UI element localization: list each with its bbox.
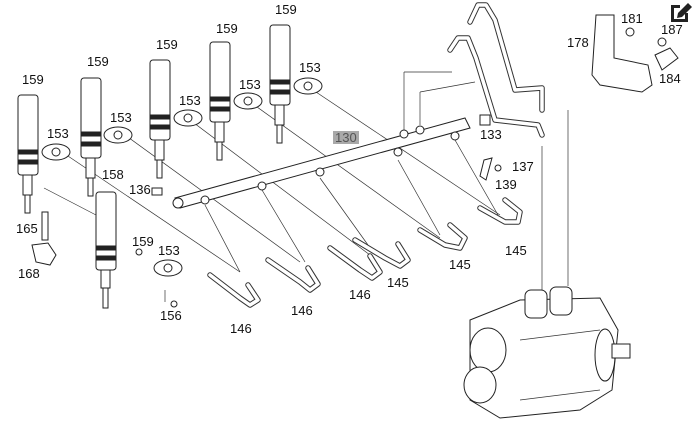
callout-label[interactable]: 153 [158,243,180,258]
callout-label[interactable]: 146 [291,303,313,318]
small-parts [31,27,679,266]
callout-label[interactable]: 178 [567,35,589,50]
injector-pipes [207,197,523,308]
injector-4 [209,41,231,161]
bracket [591,14,653,93]
callout-label[interactable]: 153 [47,126,69,141]
callout-label[interactable]: 181 [621,11,643,26]
callout-label[interactable]: 145 [387,275,409,290]
callout-label-highlighted[interactable]: 130 [333,130,359,145]
edit-button[interactable] [668,0,696,26]
high-pressure-pump [463,286,631,419]
callout-label[interactable]: 165 [16,221,38,236]
callout-label[interactable]: 153 [239,77,261,92]
callout-label[interactable]: 146 [230,321,252,336]
edit-icon [671,3,692,22]
injector-5 [269,24,291,144]
fuel-rail [172,117,471,209]
callout-label[interactable]: 156 [160,308,182,323]
callout-label[interactable]: 159 [87,54,109,69]
injector-6 [95,191,117,309]
callout-label[interactable]: 146 [349,287,371,302]
seal-flanges [41,77,323,308]
injector-3 [149,59,171,179]
callout-label[interactable]: 145 [505,243,527,258]
callout-label[interactable]: 159 [216,21,238,36]
callout-label[interactable]: 139 [495,177,517,192]
callout-label[interactable]: 136 [129,182,151,197]
callout-label[interactable]: 159 [22,72,44,87]
callout-label[interactable]: 133 [480,127,502,142]
pump-pipes [447,2,545,138]
callout-label[interactable]: 159 [132,234,154,249]
callout-label[interactable]: 184 [659,71,681,86]
callout-label[interactable]: 159 [275,2,297,17]
callout-label[interactable]: 153 [110,110,132,125]
callout-label[interactable]: 187 [661,22,683,37]
callout-label[interactable]: 137 [512,159,534,174]
callout-label[interactable]: 168 [18,266,40,281]
callout-label[interactable]: 153 [179,93,201,108]
callout-label[interactable]: 159 [156,37,178,52]
callout-label[interactable]: 145 [449,257,471,272]
injector-1 [17,94,39,214]
injector-2 [80,77,102,197]
callout-label[interactable]: 153 [299,60,321,75]
callout-label[interactable]: 158 [102,167,124,182]
